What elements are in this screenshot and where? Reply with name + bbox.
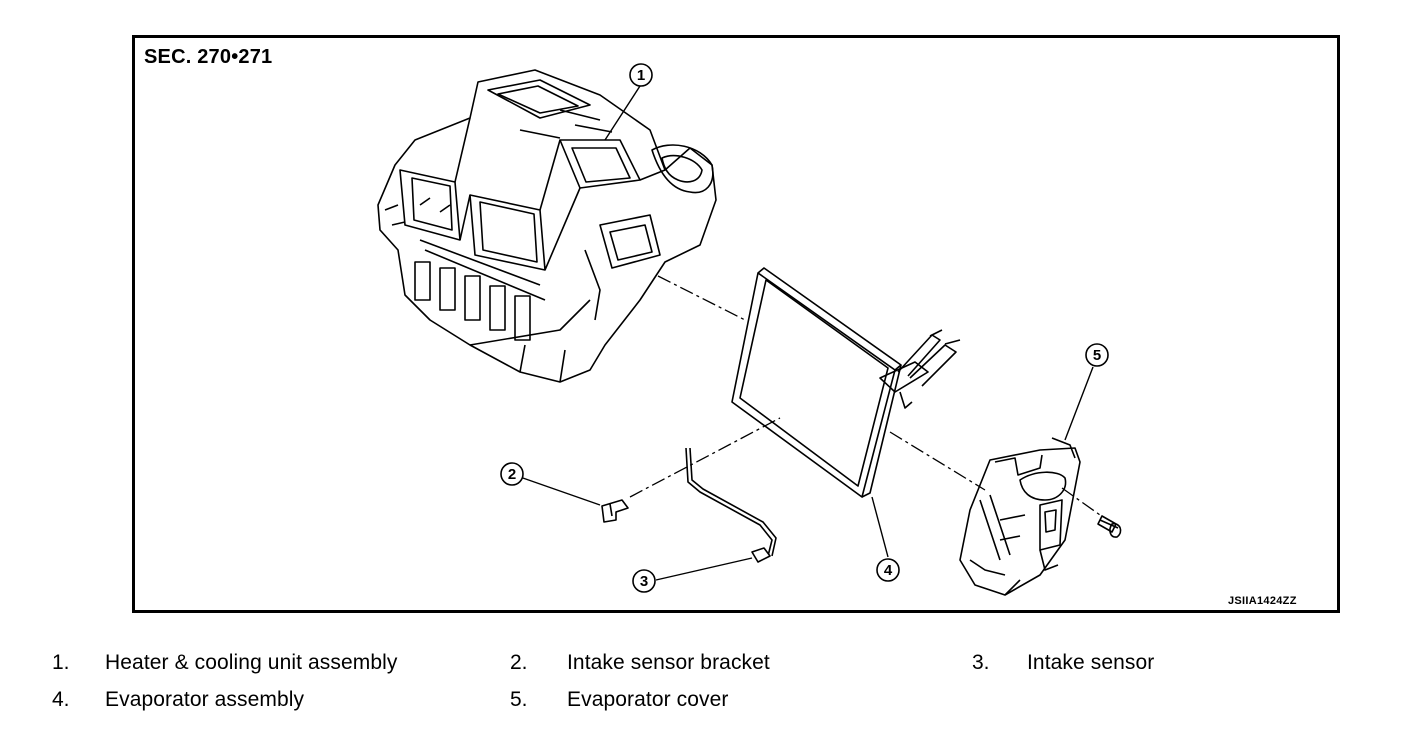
evaporator-cover-drawing	[959, 437, 1081, 596]
section-label: SEC. 270•271	[144, 46, 273, 68]
heater-cooling-unit-drawing	[377, 69, 717, 383]
callout-2: 2	[508, 466, 516, 483]
figure-frame	[132, 35, 1340, 613]
callout-5: 5	[1093, 347, 1101, 364]
legend-text-4: Evaporator assembly	[105, 688, 305, 711]
legend-num-4: 4.	[52, 688, 70, 711]
evaporator-drawing	[731, 267, 961, 498]
callout-4: 4	[884, 562, 893, 579]
figure-code: JSIIA1424ZZ	[1228, 595, 1297, 607]
legend-text-1: Heater & cooling unit assembly	[105, 651, 398, 674]
screw-drawing	[1097, 515, 1122, 538]
legend-num-3: 3.	[972, 651, 990, 674]
intake-sensor-bracket-drawing	[601, 499, 629, 523]
legend-num-1: 1.	[52, 651, 70, 674]
legend-num-2: 2.	[510, 651, 528, 674]
callout-3: 3	[640, 573, 648, 590]
intake-sensor-drawing	[685, 447, 777, 563]
legend-text-5: Evaporator cover	[567, 688, 729, 711]
legend-num-5: 5.	[510, 688, 528, 711]
legend-text-3: Intake sensor	[1027, 651, 1155, 674]
callout-1: 1	[637, 67, 645, 84]
legend-text-2: Intake sensor bracket	[567, 651, 770, 674]
